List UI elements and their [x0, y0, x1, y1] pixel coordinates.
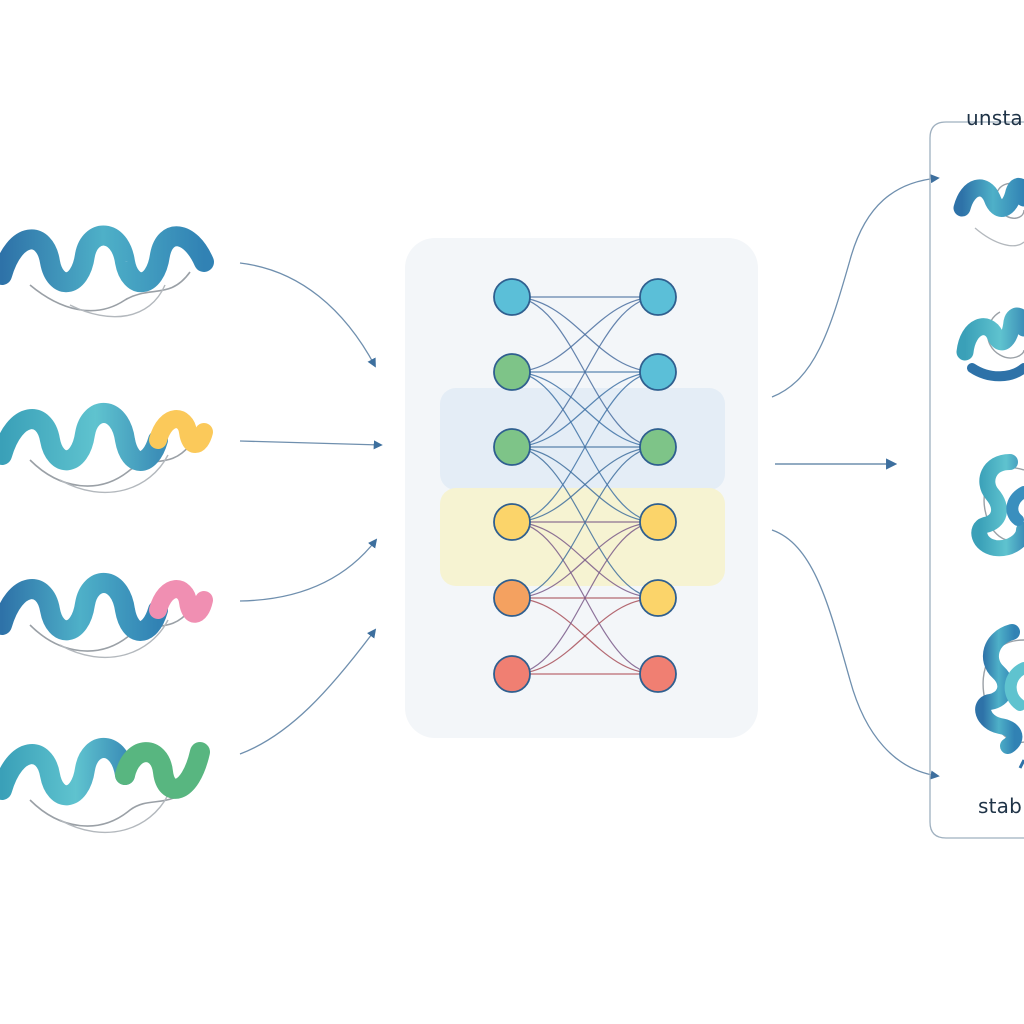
- input-sequence-1: [0, 225, 214, 318]
- protein-helix-icon: [0, 225, 214, 293]
- input-arrow-4: [239, 628, 377, 755]
- band-blue: [440, 388, 725, 490]
- helix-loop: [69, 284, 166, 318]
- protein-helix-icon: [0, 573, 168, 641]
- network-edge: [511, 446, 659, 599]
- input-arrow-1: [239, 262, 376, 368]
- input-arrow-2: [239, 440, 383, 450]
- mutation-tip-yellow: [149, 410, 213, 453]
- helix-loop: [29, 444, 191, 487]
- neural-network-icon: [405, 238, 758, 738]
- network-node-right-2: [639, 353, 677, 391]
- unstable-label: unsta: [966, 106, 1023, 130]
- network-node-left-4: [493, 503, 531, 541]
- protein-helix-icon: [0, 403, 168, 471]
- folded-protein-icon: [971, 454, 1024, 557]
- input-sequence-2: [0, 403, 213, 494]
- network-node-left-1: [493, 278, 531, 316]
- network-edge: [511, 371, 659, 523]
- network-edge: [511, 371, 659, 448]
- input-arrow-3: [239, 538, 378, 602]
- input-sequence-3: [0, 573, 213, 659]
- network-node-right-5: [639, 579, 677, 617]
- network-node-right-1: [639, 278, 677, 316]
- helix-loop: [59, 454, 169, 494]
- network-edge: [511, 296, 659, 373]
- network-edge: [511, 521, 659, 675]
- network-edge: [511, 521, 659, 599]
- stable-label: stab: [978, 794, 1023, 818]
- network-node-left-3: [493, 428, 531, 466]
- network-node-right-4: [639, 503, 677, 541]
- helix-loop: [59, 794, 169, 834]
- output-arrow-bottom: [771, 529, 940, 780]
- output-panel-border: [929, 121, 1024, 839]
- network-node-left-2: [493, 353, 531, 391]
- network-node-right-6: [639, 655, 677, 693]
- network-edges: [511, 296, 659, 675]
- network-edge: [511, 597, 659, 675]
- output-arrow-top: [771, 174, 940, 398]
- mutation-tip-green: [115, 742, 210, 799]
- folded-protein-icon: [956, 307, 1024, 382]
- protein-helix-icon: [0, 738, 135, 806]
- network-edge: [511, 296, 659, 448]
- network-nodes: [493, 278, 677, 693]
- helix-loop: [29, 784, 191, 827]
- network-node-right-3: [639, 428, 677, 466]
- helix-loop: [29, 271, 191, 312]
- network-edge: [511, 446, 659, 523]
- network-node-left-5: [493, 579, 531, 617]
- mutation-tip-pink: [149, 580, 213, 623]
- network-node-left-6: [493, 655, 531, 693]
- band-yellow: [440, 488, 725, 586]
- input-sequence-4: [0, 738, 210, 834]
- folded-protein-icon: [953, 178, 1024, 247]
- folded-protein-icon: [975, 624, 1024, 769]
- helix-loop: [59, 619, 169, 659]
